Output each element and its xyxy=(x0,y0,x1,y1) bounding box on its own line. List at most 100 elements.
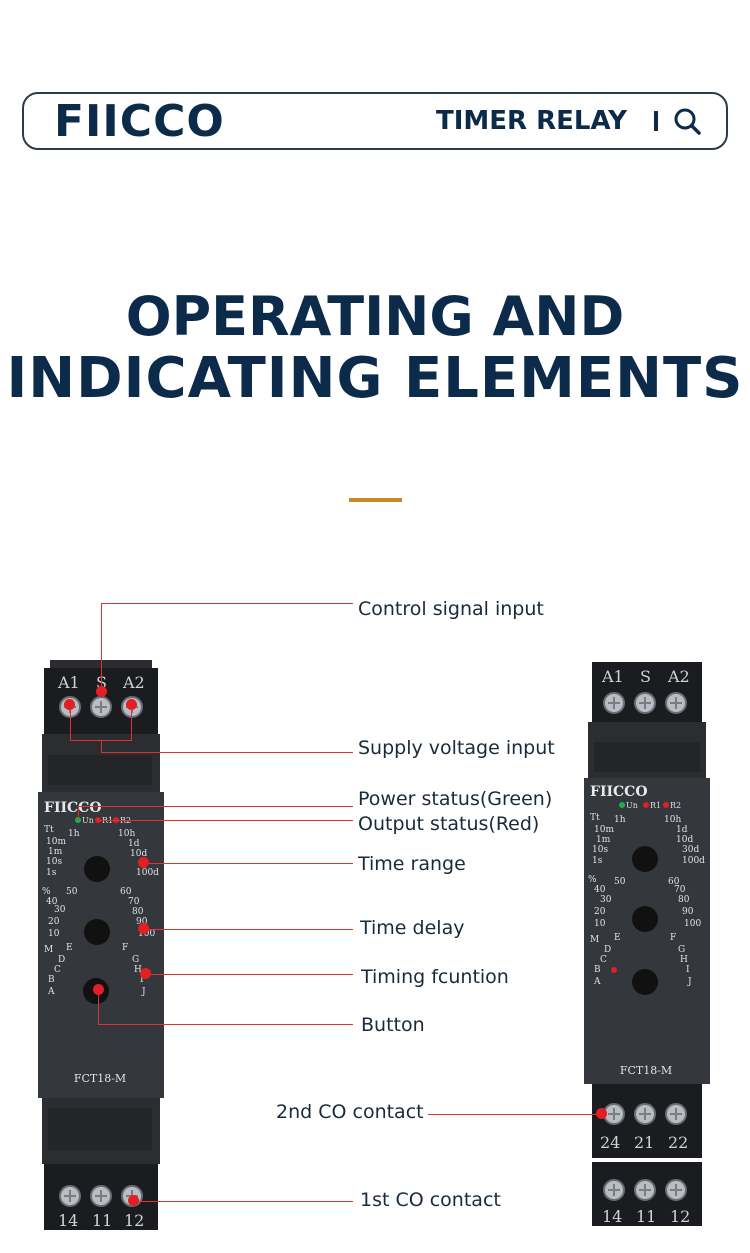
svg-text:80: 80 xyxy=(678,895,690,905)
right-time-delay-knob[interactable] xyxy=(632,906,658,932)
header-bar: FIICCO TIMER RELAY xyxy=(22,92,728,150)
svg-text:60: 60 xyxy=(668,877,680,887)
svg-text:C: C xyxy=(54,965,61,975)
left-bottom-terminal-12: 12 xyxy=(124,1211,144,1230)
supply-line-stem xyxy=(101,740,102,752)
svg-text:10d: 10d xyxy=(676,835,693,845)
svg-text:F: F xyxy=(122,943,128,953)
callout-1st-co-contact: 1st CO contact xyxy=(360,1189,501,1211)
svg-text:60: 60 xyxy=(120,887,132,897)
right-relay-device: A1 S A2 FIICCO Un R1 R2 Tt 10m 1m 10s 1s… xyxy=(584,662,710,1226)
svg-text:100d: 100d xyxy=(682,856,705,866)
brand-logo[interactable]: FIICCO xyxy=(54,96,225,147)
time-delay-pointer xyxy=(138,923,149,934)
right-mid-terminal-22: 22 xyxy=(668,1133,688,1152)
svg-text:30d: 30d xyxy=(682,845,699,855)
svg-text:C: C xyxy=(600,955,607,965)
svg-text:A: A xyxy=(47,987,55,997)
callout-power-status: Power status(Green) xyxy=(358,788,553,810)
right-time-range-knob[interactable] xyxy=(632,846,658,872)
svg-text:100: 100 xyxy=(138,929,155,939)
svg-text:10: 10 xyxy=(48,929,60,939)
svg-text:50: 50 xyxy=(66,887,78,897)
left-top-terminal-a1: A1 xyxy=(57,673,80,692)
svg-text:J: J xyxy=(687,977,692,987)
right-model-label: FCT18-M xyxy=(620,1064,672,1077)
left-time-range-knob[interactable] xyxy=(84,856,110,882)
svg-text:A: A xyxy=(593,977,601,987)
svg-text:100d: 100d xyxy=(136,868,159,878)
callout-time-delay: Time delay xyxy=(360,917,465,939)
svg-text:I: I xyxy=(140,975,144,985)
right-top-terminal-a2: A2 xyxy=(667,667,690,686)
left-delay-scale: % 40 30 20 10 50 60 70 80 90 100 xyxy=(42,887,155,939)
svg-text:70: 70 xyxy=(674,885,686,895)
svg-text:10m: 10m xyxy=(46,837,66,847)
right-range-scale: Tt 10m 1m 10s 1s 1h 10h 1d 10d 30d 100d xyxy=(590,813,705,866)
right-top-screws xyxy=(603,692,687,714)
supply-pointer-a1 xyxy=(64,699,75,710)
svg-text:10h: 10h xyxy=(664,815,681,825)
left-top-terminal-a2: A2 xyxy=(122,673,145,692)
svg-text:1s: 1s xyxy=(46,868,57,878)
svg-text:H: H xyxy=(680,955,688,965)
search-icon[interactable] xyxy=(672,106,702,136)
left-bottom-terminal-11: 11 xyxy=(92,1211,112,1230)
right-led-un-label: Un xyxy=(626,801,638,810)
callout-time-range: Time range xyxy=(358,853,466,875)
right-delay-scale: % 40 30 20 10 50 60 70 80 90 100 xyxy=(588,875,701,929)
svg-text:10m: 10m xyxy=(594,825,614,835)
svg-text:I: I xyxy=(686,965,690,975)
svg-text:90: 90 xyxy=(136,917,148,927)
svg-text:1s: 1s xyxy=(592,856,603,866)
svg-text:M: M xyxy=(44,945,53,955)
callout-timing-function: Timing fcuntion xyxy=(361,966,509,988)
right-top-terminal-s: S xyxy=(640,667,651,686)
svg-text:90: 90 xyxy=(682,907,694,917)
callout-control-signal: Control signal input xyxy=(358,598,544,620)
svg-text:B: B xyxy=(594,965,601,975)
svg-text:%: % xyxy=(588,875,597,885)
control-signal-pointer xyxy=(96,686,107,697)
right-function-button[interactable] xyxy=(632,969,658,995)
supply-pointer-a2 xyxy=(126,699,137,710)
page-title-line-2: INDICATING ELEMENTS xyxy=(6,346,744,411)
svg-text:10: 10 xyxy=(594,919,606,929)
svg-text:50: 50 xyxy=(614,877,626,887)
callout-output-status: Output status(Red) xyxy=(358,813,540,835)
svg-text:D: D xyxy=(604,945,611,955)
callout-button: Button xyxy=(361,1014,425,1036)
button-pointer xyxy=(93,984,104,995)
svg-text:G: G xyxy=(678,945,685,955)
time-range-pointer xyxy=(138,857,149,868)
svg-text:H: H xyxy=(134,965,142,975)
svg-text:10s: 10s xyxy=(46,857,62,867)
right-bottom-terminal-12: 12 xyxy=(670,1207,690,1226)
left-time-delay-knob[interactable] xyxy=(84,919,110,945)
svg-text:J: J xyxy=(141,987,146,997)
svg-text:10d: 10d xyxy=(130,849,147,859)
left-device-brand: FIICCO xyxy=(44,800,102,816)
svg-text:10h: 10h xyxy=(118,829,135,839)
right-mid-screws xyxy=(603,1103,687,1125)
page-title-line-1: OPERATING AND xyxy=(125,285,625,348)
svg-text:Tt: Tt xyxy=(590,813,600,823)
time-range-line xyxy=(148,863,353,864)
svg-text:20: 20 xyxy=(594,907,606,917)
callout-2nd-co-contact: 2nd CO contact xyxy=(276,1101,424,1123)
svg-text:E: E xyxy=(66,943,73,953)
button-line-h xyxy=(98,1024,353,1025)
svg-text:%: % xyxy=(42,887,51,897)
supply-line-left xyxy=(70,704,71,740)
co1-pointer xyxy=(128,1195,139,1206)
time-delay-line xyxy=(148,929,353,930)
svg-text:1d: 1d xyxy=(676,825,688,835)
co2-pointer xyxy=(596,1108,607,1119)
svg-text:1d: 1d xyxy=(128,839,140,849)
left-range-scale: Tt 10m 1m 10s 1s 1h 10h 1d 10d 100d xyxy=(44,825,159,878)
svg-text:G: G xyxy=(132,955,139,965)
svg-text:Tt: Tt xyxy=(44,825,54,835)
right-mid-terminal-24: 24 xyxy=(600,1133,620,1152)
header-title: TIMER RELAY xyxy=(436,106,627,136)
output-status-line xyxy=(98,820,353,821)
